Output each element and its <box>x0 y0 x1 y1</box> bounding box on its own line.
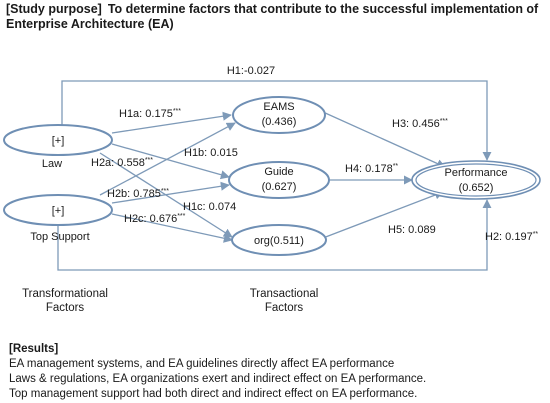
label-h2c-value: H2c: 0.676 <box>124 213 177 225</box>
node-guide-value: (0.627) <box>262 181 297 193</box>
arrow-h5 <box>322 190 444 239</box>
node-eams-name: EAMS <box>263 101 294 113</box>
node-law-symbol: [+] <box>52 135 65 147</box>
node-top-support <box>3 194 113 226</box>
arrow-h1b <box>111 143 230 180</box>
results-line-2: Laws & regulations, EA organizations exe… <box>9 373 427 385</box>
node-guide-name: Guide <box>264 166 293 178</box>
arrow-h2b <box>111 181 230 204</box>
node-performance-value: (0.652) <box>459 182 494 194</box>
group-transformational-line2: Factors <box>45 302 85 314</box>
label-h2-value: H2: 0.197 <box>485 231 533 243</box>
results-line-3: Top management support had both direct a… <box>9 388 418 400</box>
label-h2c-sig: *** <box>177 213 185 220</box>
label-h2c: H2c: 0.676*** <box>124 213 186 225</box>
node-org <box>231 224 327 256</box>
label-h4: H4: 0.178** <box>345 163 398 175</box>
arrow-h1 <box>61 80 492 161</box>
label-h2: H2: 0.197** <box>485 231 538 243</box>
label-h2a-value: H2a: 0.558 <box>91 157 145 169</box>
group-transactional-line1: Transactional <box>249 288 319 300</box>
group-transactional: Transactional Factors <box>234 287 334 315</box>
study-purpose-text: To determine factors that contribute to … <box>6 2 539 31</box>
label-h3-value: H3: 0.456 <box>392 118 440 130</box>
label-h3: H3: 0.456*** <box>392 118 448 130</box>
label-h2-sig: ** <box>533 231 539 238</box>
label-h1a: H1a: 0.175*** <box>119 108 181 120</box>
label-h2a: H2a: 0.558*** <box>91 157 153 169</box>
arrow-h3 <box>322 111 446 168</box>
label-h1a-sig: *** <box>173 108 181 115</box>
node-org-label: org(0.511) <box>254 235 304 247</box>
node-performance-name: Performance <box>445 167 508 179</box>
label-h2b-value: H2b: 0.785 <box>107 188 161 200</box>
node-top-support-caption: Top Support <box>30 231 89 243</box>
label-h1c: H1c: 0.074 <box>183 201 236 213</box>
node-performance <box>411 160 541 200</box>
results-heading: [Results] <box>9 343 59 355</box>
group-transformational-line1: Transformational <box>22 288 108 300</box>
group-transformational: Transformational Factors <box>10 287 120 315</box>
node-law-caption: Law <box>42 158 62 170</box>
arrow-h1a <box>111 111 232 134</box>
node-eams-value: (0.436) <box>262 116 297 128</box>
label-h1a-value: H1a: 0.175 <box>119 108 173 120</box>
node-performance-inner <box>415 163 537 197</box>
study-purpose: [Study purpose]To determine factors that… <box>6 2 546 32</box>
node-eams <box>232 96 326 134</box>
label-h3-sig: *** <box>440 118 448 125</box>
label-h2b-sig: *** <box>161 188 169 195</box>
arrow-h2a <box>99 122 236 196</box>
label-h5: H5: 0.089 <box>388 224 436 236</box>
label-h2a-sig: *** <box>145 157 153 164</box>
label-h2b: H2b: 0.785*** <box>107 188 169 200</box>
label-h4-sig: ** <box>393 163 399 170</box>
results-line-1: EA management systems, and EA guidelines… <box>9 358 395 370</box>
node-guide <box>228 161 330 199</box>
results-section: [Results] EA management systems, and EA … <box>9 342 549 402</box>
label-h1: H1:-0.027 <box>227 65 275 77</box>
study-purpose-prefix: [Study purpose] <box>6 2 102 16</box>
node-law <box>3 124 113 156</box>
label-h1b: H1b: 0.015 <box>184 147 238 159</box>
node-top-support-symbol: [+] <box>52 205 65 217</box>
group-transactional-line2: Factors <box>264 302 304 314</box>
arrow-h2c <box>111 213 233 243</box>
label-h4-value: H4: 0.178 <box>345 163 393 175</box>
arrow-h2 <box>57 199 492 271</box>
